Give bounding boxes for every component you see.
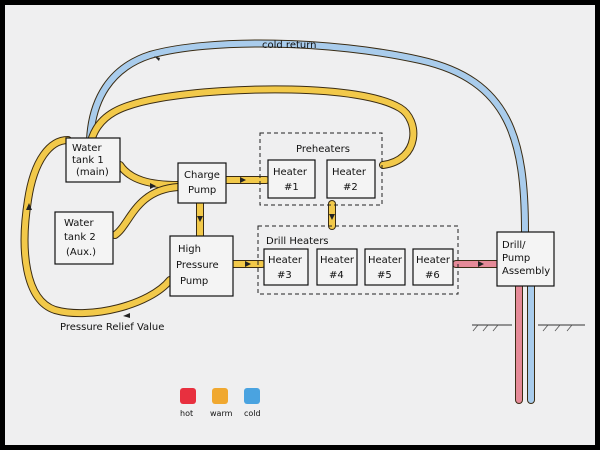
legend-label-hot: hot <box>180 409 193 418</box>
pressure-relief-label: Pressure Relief Value <box>60 322 164 333</box>
high-pressure-pump-label: High Pressure Pump <box>176 244 222 287</box>
heater-3 <box>263 248 309 286</box>
arrow-icon <box>26 203 32 210</box>
water-tank-1-label: Water tank 1 (main) <box>72 143 109 178</box>
drill-heaters-title: Drill Heaters <box>266 236 329 247</box>
ground-hatch <box>472 324 573 332</box>
cold-return-pipe <box>87 40 528 235</box>
legend-label-warm: warm <box>210 409 233 418</box>
water-tank-2-label: Water tank 2 (Aux.) <box>64 218 99 258</box>
heater-4-label: Heater #4 <box>320 255 357 281</box>
pipes <box>20 39 535 404</box>
flow-arrows <box>26 56 484 318</box>
arrow-icon <box>240 177 246 183</box>
heater-6 <box>412 248 454 286</box>
heater-2 <box>326 159 376 199</box>
water-tank-1 <box>65 137 121 183</box>
drill-pump-assembly <box>496 231 555 287</box>
arrow-icon <box>123 313 130 318</box>
arrow-icon <box>245 261 251 267</box>
preheater-return-pipe <box>89 86 417 168</box>
arrow-icon <box>478 261 484 267</box>
heater-5-label: Heater #5 <box>368 255 405 281</box>
heater-1-label: Heater #1 <box>273 167 310 193</box>
charge-pump-label: Charge Pump <box>184 170 223 196</box>
cold-return-label: cold return <box>262 40 317 51</box>
legend: hot warm cold <box>180 388 261 418</box>
arrow-icon <box>197 216 203 222</box>
legend-swatch-cold <box>244 388 260 404</box>
high-pressure-pump <box>169 235 234 297</box>
tank2-to-charge-pipe <box>112 184 181 238</box>
arrow-icon <box>150 183 156 189</box>
heater-6-label: Heater #6 <box>416 255 453 281</box>
legend-swatch-hot <box>180 388 196 404</box>
preheaters-group <box>259 132 383 206</box>
water-tank-2 <box>54 211 114 265</box>
heater-2-label: Heater #2 <box>332 167 369 193</box>
heater-1 <box>267 159 316 199</box>
arrow-icon <box>329 214 335 220</box>
arrow-icon <box>154 56 160 61</box>
pressure-relief-pipe <box>21 137 173 317</box>
legend-label-cold: cold <box>244 409 261 418</box>
preheaters-title: Preheaters <box>296 144 350 155</box>
drill-heaters-group <box>257 225 459 295</box>
heater-5 <box>364 248 406 286</box>
heater-4 <box>316 248 358 286</box>
legend-swatch-warm <box>212 388 228 404</box>
tank1-to-charge-pipe <box>117 162 181 188</box>
heater-3-label: Heater #3 <box>268 255 305 281</box>
drill-pump-assembly-label: Drill/ Pump Assembly <box>502 240 550 277</box>
charge-pump <box>177 162 227 204</box>
